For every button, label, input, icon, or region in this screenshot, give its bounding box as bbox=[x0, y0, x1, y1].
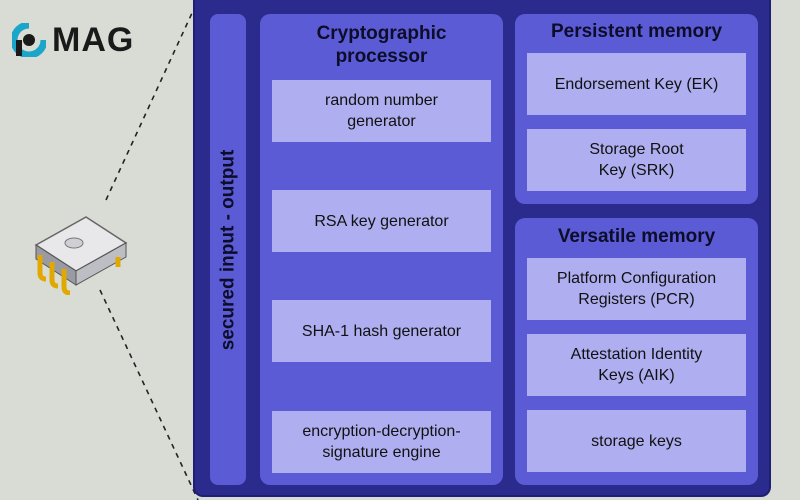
crypto-processor-title: Cryptographic processor bbox=[316, 23, 447, 67]
encryption-engine-box: encryption-decryption- signature engine bbox=[272, 411, 491, 473]
sha1-hash-generator-box: SHA-1 hash generator bbox=[272, 300, 491, 362]
storage-root-key-box: Storage Root Key (SRK) bbox=[527, 129, 746, 191]
tpm-diagram: secured input - output Cryptographic pro… bbox=[193, 0, 771, 497]
aik-box: Attestation Identity Keys (AIK) bbox=[527, 334, 746, 396]
chip-icon bbox=[26, 205, 136, 296]
persistent-memory-panel: Persistent memory Endorsement Key (EK) S… bbox=[515, 14, 758, 204]
secured-io-label: secured input - output bbox=[217, 149, 239, 350]
secured-io-bar: secured input - output bbox=[210, 14, 246, 485]
versatile-memory-panel: Versatile memory Platform Configuration … bbox=[515, 218, 758, 485]
random-number-generator-box: random number generator bbox=[272, 80, 491, 142]
crypto-processor-panel: Cryptographic processor random number ge… bbox=[260, 14, 503, 485]
pcr-box: Platform Configuration Registers (PCR) bbox=[527, 258, 746, 320]
versatile-memory-title: Versatile memory bbox=[557, 226, 716, 247]
rsa-key-generator-box: RSA key generator bbox=[272, 190, 491, 252]
persistent-memory-title: Persistent memory bbox=[550, 21, 723, 42]
storage-keys-box: storage keys bbox=[527, 410, 746, 472]
logo-text: MAG bbox=[52, 21, 135, 59]
logo: MAG bbox=[10, 20, 135, 60]
logo-p-icon bbox=[10, 21, 48, 59]
endorsement-key-box: Endorsement Key (EK) bbox=[527, 53, 746, 115]
